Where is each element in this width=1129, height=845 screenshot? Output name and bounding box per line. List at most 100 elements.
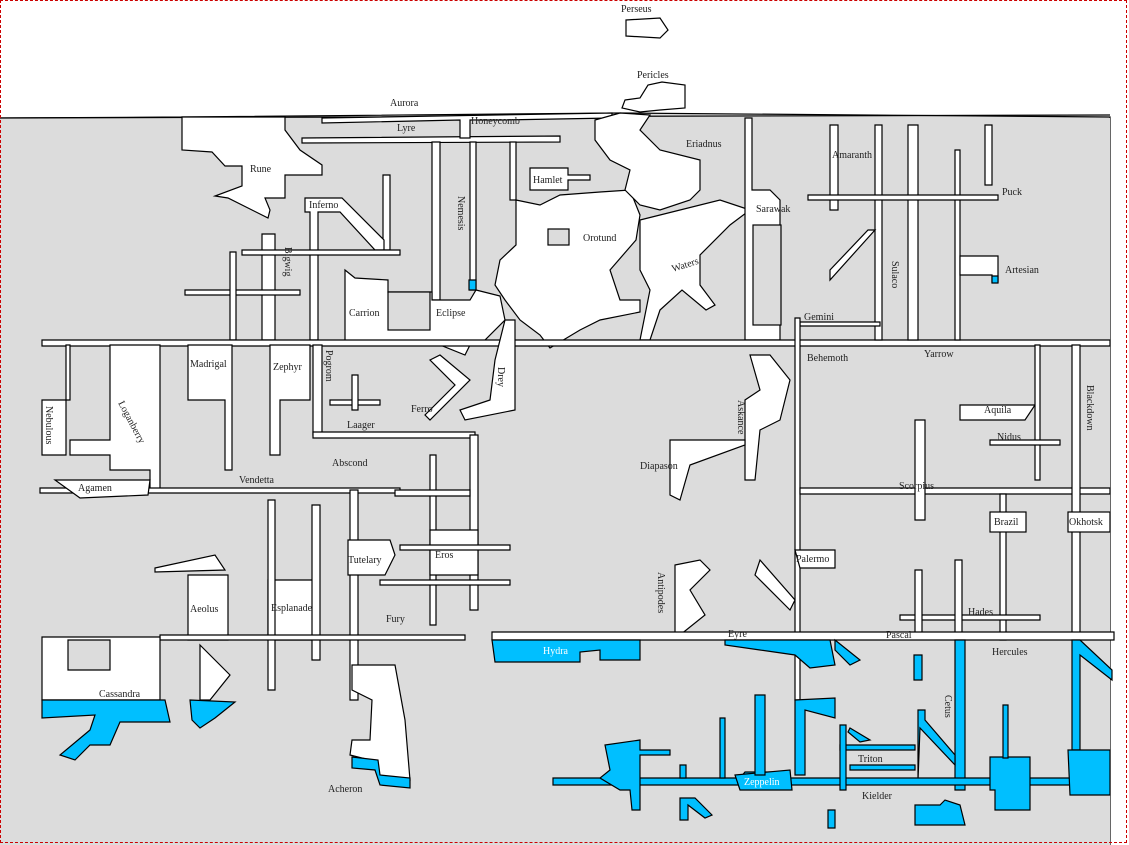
label-eclipse: Eclipse xyxy=(436,308,466,319)
passage-inferno xyxy=(304,197,385,341)
water-cetus-diag xyxy=(917,709,956,781)
chamber-okhotsk xyxy=(1067,511,1111,533)
water-v-1003 xyxy=(1002,704,1009,759)
passage-diapason xyxy=(669,439,746,501)
chamber-orotund xyxy=(494,189,641,349)
passage-lyre xyxy=(301,135,561,144)
passage-pericles xyxy=(621,81,686,113)
passage-west-v1 xyxy=(65,344,71,401)
label-eriadnus: Eriadnus xyxy=(686,139,722,150)
label-askance: Askance xyxy=(735,400,746,435)
label-yarrow: Yarrow xyxy=(924,349,954,360)
label-drey: Drey xyxy=(495,367,506,387)
water-cassandra xyxy=(41,699,171,761)
label-nidus: Nidus xyxy=(997,432,1021,443)
label-triton: Triton xyxy=(858,754,883,765)
passage-perseus xyxy=(625,17,669,39)
passage-eriadnus xyxy=(594,112,701,211)
passage-pogrom xyxy=(312,344,323,436)
water-lower-1 xyxy=(914,799,966,826)
label-rune: Rune xyxy=(250,164,272,175)
passage-hades xyxy=(899,614,1041,621)
passage-nemesis xyxy=(431,141,441,301)
passage-esplanade-v2 xyxy=(311,504,321,661)
passage-aquila xyxy=(959,404,1037,421)
label-fury: Fury xyxy=(386,614,405,625)
label-carrion: Carrion xyxy=(349,308,380,319)
passage-loganberry xyxy=(69,344,161,491)
passage-zephyr xyxy=(269,344,311,456)
water-hydra xyxy=(491,639,641,663)
water-block-east1 xyxy=(989,756,1031,811)
label-lyre: Lyre xyxy=(397,123,416,134)
label-tutelary: Tutelary xyxy=(348,555,382,566)
water-cetus xyxy=(954,639,966,791)
passage-eros-h xyxy=(399,544,511,551)
passage-blackdown xyxy=(1071,344,1081,641)
label-okhotsk: Okhotsk xyxy=(1069,517,1103,528)
label-eyre: Eyre xyxy=(728,629,747,640)
water-net-1 xyxy=(598,739,671,811)
water-net-8 xyxy=(839,724,847,791)
label-nemesis: Nemesis xyxy=(455,196,466,231)
water-zeppelin xyxy=(734,769,793,791)
passage-pascal-v xyxy=(954,559,963,637)
label-cassandra: Cassandra xyxy=(99,689,141,700)
chamber-hamlet xyxy=(529,167,591,191)
water-eyre-2 xyxy=(834,638,862,666)
passage-amaranth-horiz xyxy=(807,194,999,201)
pillar-sarawak xyxy=(752,224,782,326)
water-vert-915 xyxy=(913,654,923,681)
passage-nebulous xyxy=(41,399,67,456)
label-brazil: Brazil xyxy=(994,517,1019,528)
label-acheron: Acheron xyxy=(328,784,362,795)
passage-amaranth xyxy=(829,124,839,211)
label-puck: Puck xyxy=(1002,187,1022,198)
label-esplanade: Esplanade xyxy=(271,603,313,614)
label-zeppelin: Zeppelin xyxy=(744,777,780,788)
label-diapason: Diapason xyxy=(640,461,678,472)
label-ferro: Ferro xyxy=(411,404,433,415)
water-net-4 xyxy=(679,797,714,821)
passage-ferro xyxy=(424,354,471,421)
water-eyre xyxy=(724,639,836,669)
label-abscond: Abscond xyxy=(332,458,368,469)
passage-drey xyxy=(459,319,516,421)
label-inferno: Inferno xyxy=(309,200,338,211)
passage-eros-h3 xyxy=(394,489,471,497)
label-agamen: Agamen xyxy=(78,483,112,494)
passage-askance xyxy=(744,354,791,481)
chamber-brazil xyxy=(989,511,1027,533)
passages xyxy=(39,17,1115,781)
passage-horiz-1 xyxy=(241,249,401,256)
label-bigwig: Bigwig xyxy=(282,247,293,276)
label-madrigal: Madrigal xyxy=(190,359,227,370)
passage-eros-h2 xyxy=(379,579,511,586)
passage-v-1040 xyxy=(1034,344,1041,481)
label-hamlet: Hamlet xyxy=(533,175,563,186)
label-aquila: Aquila xyxy=(984,405,1012,416)
passage-scorpius xyxy=(799,487,1111,495)
label-zephyr: Zephyr xyxy=(273,362,303,373)
passage-eyre-diag xyxy=(754,558,796,612)
pillar-orotund xyxy=(547,228,570,246)
label-behemoth: Behemoth xyxy=(807,353,848,364)
label-laager: Laager xyxy=(347,420,375,431)
passage-vertical-b xyxy=(509,141,517,201)
label-pogrom: Pogrom xyxy=(323,350,334,382)
passage-aeolus-top xyxy=(154,554,227,573)
water-net-3 xyxy=(794,697,836,776)
label-orotund: Orotund xyxy=(583,233,616,244)
label-nebulous: Nebulous xyxy=(43,406,54,444)
passage-horiz-2 xyxy=(184,289,301,296)
pillar-cassandra xyxy=(67,639,111,671)
passage-madrigal xyxy=(187,344,233,471)
water-triton-diag xyxy=(847,727,872,743)
passage-southern-h xyxy=(159,634,466,641)
label-aeolus: Aeolus xyxy=(190,604,218,615)
passage-vert-east2 xyxy=(954,149,961,341)
label-blackdown: Blackdown xyxy=(1084,385,1095,431)
passage-cross-v xyxy=(351,374,359,411)
water-block-east2 xyxy=(1067,749,1111,796)
